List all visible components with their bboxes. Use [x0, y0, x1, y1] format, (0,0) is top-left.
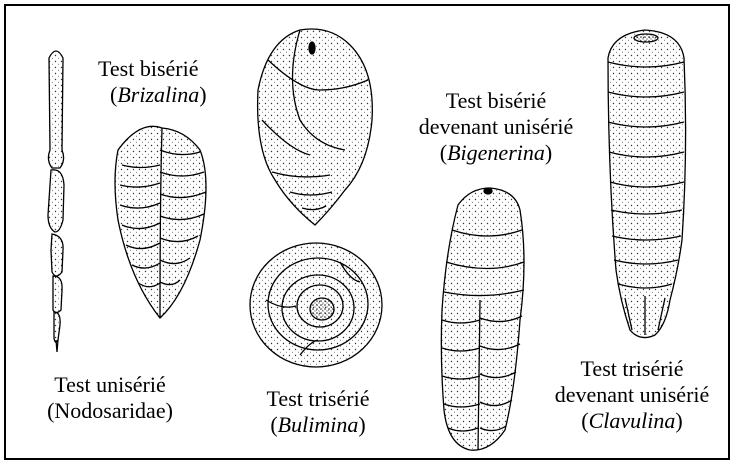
label-triserie-uniserie-line1: Test trisérié: [534, 356, 730, 382]
label-triserie-uniserie-line2: devenant unisérié: [534, 382, 730, 408]
label-triserie-uniserie: Test trisérié devenant unisérié (Clavuli…: [534, 356, 730, 434]
label-biserie-uniserie: Test bisérié devenant unisérié (Bigeneri…: [394, 88, 598, 166]
label-triserie-uniserie-genus: Clavulina: [589, 408, 676, 433]
label-uniserie-line1: Test unisérié: [22, 372, 198, 398]
bulimina-side-drawing: [258, 29, 373, 225]
label-biserie-genus: Brizalina: [117, 82, 199, 107]
label-biserie-uniserie-line2: devenant unisérié: [394, 114, 598, 140]
label-biserie-uniserie-line1: Test bisérié: [394, 88, 598, 114]
bigenerina-test-drawing: [441, 188, 524, 450]
label-biserie: Test bisérié (Brizalina): [98, 56, 207, 108]
label-biserie-line1: Test bisérié: [98, 56, 207, 82]
label-triserie-genus: Bulimina: [278, 412, 359, 437]
clavulina-test-drawing: [608, 30, 686, 338]
brizalina-test-drawing: [115, 126, 206, 318]
label-uniserie-line2: (Nodosaridae): [22, 398, 198, 424]
label-uniserie: Test unisérié (Nodosaridae): [22, 372, 198, 424]
label-triserie: Test trisérié (Bulimina): [238, 386, 398, 438]
nodosaridae-test-drawing: [48, 51, 64, 352]
label-biserie-uniserie-genus: Bigenerina: [447, 140, 545, 165]
bulimina-apical-drawing: [250, 243, 382, 367]
label-triserie-line1: Test trisérié: [238, 386, 398, 412]
